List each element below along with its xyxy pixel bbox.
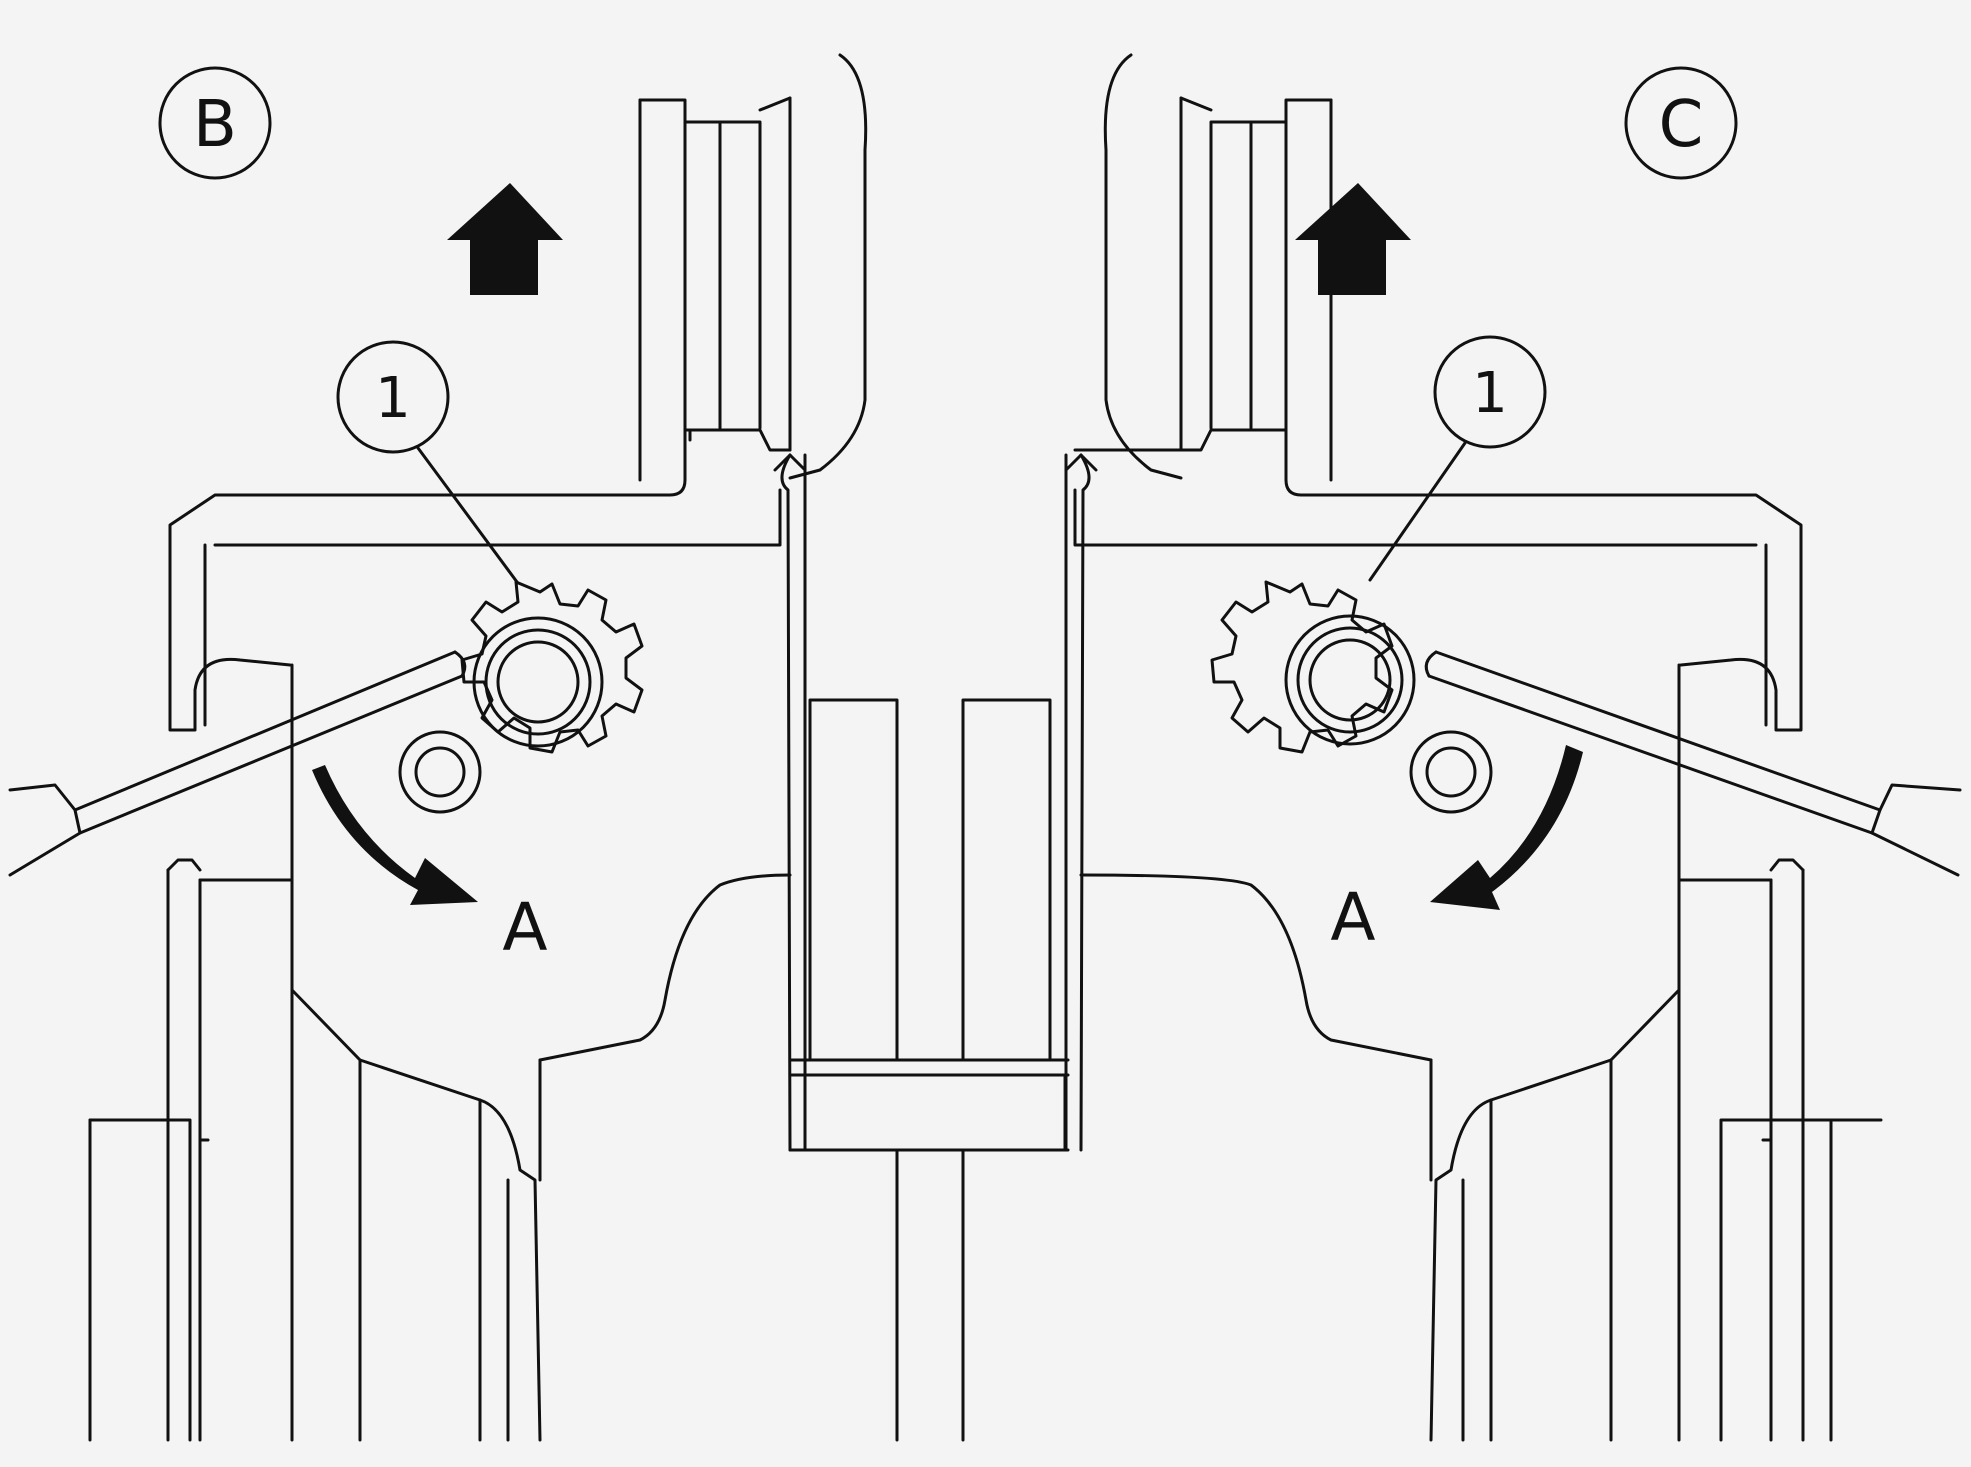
left-sprocket-gear-icon (460, 580, 644, 754)
left-bearing-cap (683, 96, 792, 482)
right-camshaft-housing (1073, 98, 1803, 1442)
left-timing-guide (773, 453, 807, 1152)
left-idler (398, 730, 482, 814)
left-rotation-label: A (502, 889, 547, 966)
left-up-arrow-icon (447, 183, 563, 295)
view-label-b-text: B (193, 88, 237, 162)
right-rotation-arrow-icon (1430, 745, 1583, 910)
right-callout-1-text: 1 (1472, 361, 1508, 426)
center-chain-tensioner (788, 698, 1070, 1442)
right-sprocket-gear-icon (1210, 580, 1416, 754)
view-label-b: B (158, 66, 272, 180)
right-callout-1: 1 (1368, 335, 1547, 582)
right-up-arrow-icon (1295, 183, 1411, 295)
view-c-illustration: C 1 A (1064, 53, 1962, 1442)
right-bearing-cap (1073, 96, 1288, 482)
right-lower-block (1079, 858, 1883, 1442)
left-lower-block (88, 858, 792, 1442)
view-b-illustration: B 1 A (8, 53, 868, 1442)
left-callout-1-text: 1 (375, 366, 411, 431)
left-callout-1: 1 (336, 340, 519, 584)
right-screwdriver-icon (1424, 650, 1962, 877)
right-timing-guide (1064, 453, 1098, 1152)
right-cover-curve (1103, 53, 1183, 480)
left-camshaft-housing (168, 98, 782, 1442)
view-label-c-text: C (1659, 88, 1704, 162)
right-rotation-label: A (1330, 879, 1375, 956)
left-rotation-arrow-icon (312, 765, 478, 905)
view-label-c: C (1624, 66, 1738, 180)
right-idler (1409, 730, 1493, 814)
left-cover-curve (788, 53, 868, 480)
left-screwdriver-icon (8, 650, 467, 877)
